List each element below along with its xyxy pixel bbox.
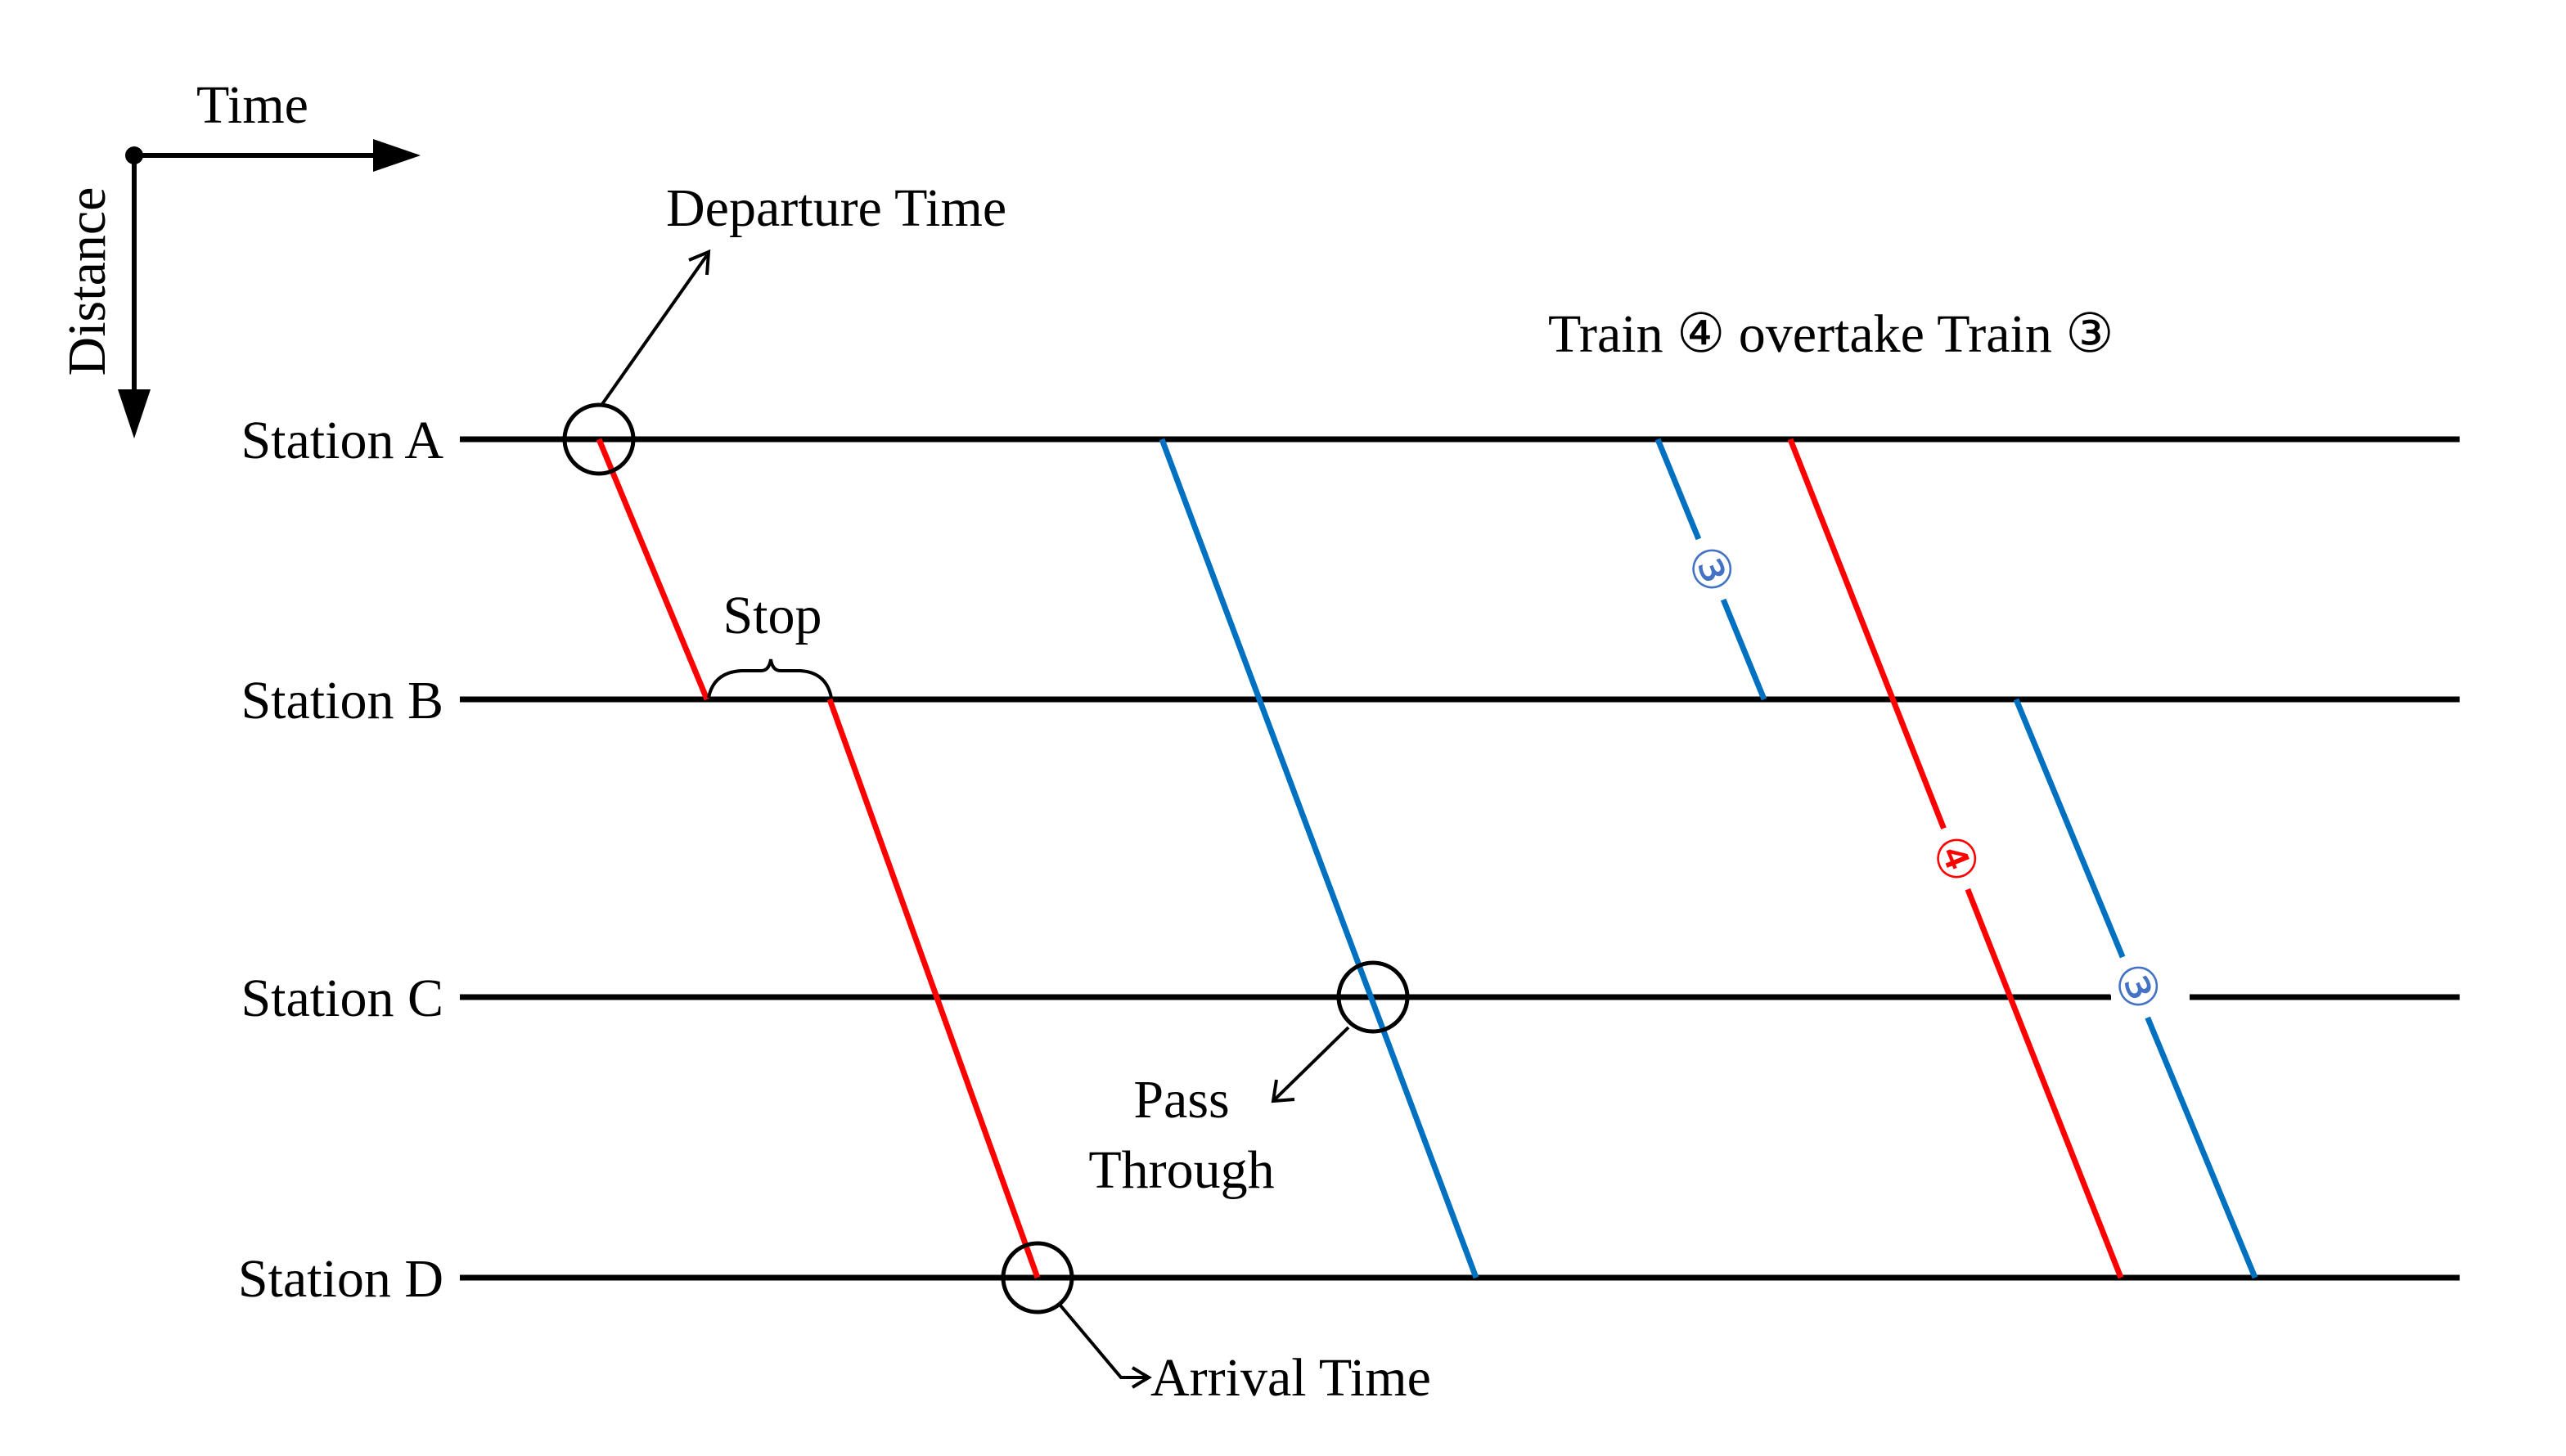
arrival-arrowhead-icon (1131, 1366, 1152, 1389)
departure-arrowhead-icon (688, 249, 711, 276)
axis-indicator: Time Distance (57, 75, 421, 438)
red-train-segment-b-d (826, 698, 1041, 1279)
train-3-marker-top: ③ (1672, 528, 1749, 610)
arrival-circle (1001, 1241, 1074, 1314)
station-c-label: Station C (241, 968, 443, 1028)
departure-time-label: Departure Time (666, 178, 1006, 238)
arrival-time-label: Arrival Time (1150, 1348, 1431, 1408)
time-arrowhead-icon (373, 139, 421, 172)
pass-through-annotation: Pass Through (1088, 960, 1410, 1200)
stop-annotation: Stop (707, 586, 833, 699)
pass-through-label-line1: Pass (1133, 1070, 1229, 1130)
red-train-path (596, 438, 1041, 1279)
pass-through-label-line2: Through (1088, 1140, 1274, 1200)
station-labels: Station A Station B Station C Station D (238, 411, 444, 1309)
train-3-marker-bottom: ③ (2099, 946, 2176, 1027)
pass-through-arrowhead-icon (1271, 1079, 1295, 1103)
stop-brace (707, 658, 833, 699)
pass-through-circle (1336, 960, 1410, 1034)
time-axis-label: Time (196, 75, 308, 135)
arrival-time-annotation: Arrival Time (1001, 1241, 1431, 1408)
departure-circle (562, 402, 636, 476)
stop-label: Stop (723, 586, 822, 645)
blue-train-path (1159, 438, 1479, 1279)
station-a-label: Station A (241, 411, 443, 470)
pass-through-pointer-line (1272, 1026, 1350, 1103)
departure-time-annotation: Departure Time (562, 178, 1006, 476)
station-b-label: Station B (241, 671, 443, 730)
train-4-marker: ④ (1917, 818, 1994, 900)
distance-arrowhead-icon (118, 389, 151, 438)
station-lines (460, 436, 2460, 1281)
distance-axis-label: Distance (57, 187, 117, 376)
overtake-caption: Train ④ overtake Train ③ (1548, 304, 2114, 364)
arrival-pointer-line (1059, 1304, 1147, 1379)
station-d-label: Station D (238, 1249, 443, 1309)
red-train-segment-a-b (596, 438, 710, 701)
departure-pointer-line (601, 254, 709, 406)
